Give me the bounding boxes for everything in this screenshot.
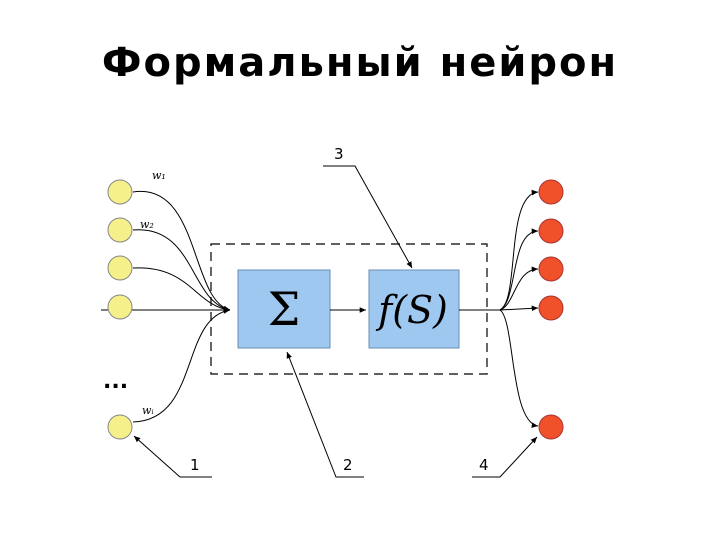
callout-line-4 bbox=[472, 436, 538, 478]
output-node bbox=[538, 179, 564, 205]
callout-line-1 bbox=[133, 435, 212, 478]
input-nodes bbox=[107, 179, 133, 440]
weight-label-2: w₂ bbox=[140, 218, 154, 231]
ellipsis: ... bbox=[103, 369, 128, 394]
callout-label-1: 1 bbox=[190, 456, 200, 474]
input-node bbox=[107, 179, 133, 205]
slide-title: Формальный нейрон bbox=[101, 40, 619, 86]
input-connections bbox=[101, 191, 231, 423]
input-node bbox=[107, 255, 133, 281]
callout-line-3 bbox=[323, 165, 413, 269]
input-line-2 bbox=[132, 229, 231, 312]
weight-label-1: w₁ bbox=[152, 169, 166, 182]
output-line-1 bbox=[499, 189, 539, 311]
input-line-1 bbox=[132, 191, 231, 312]
callout-label-3: 3 bbox=[334, 145, 344, 163]
output-line-3 bbox=[499, 266, 539, 311]
activation-symbol: f(S) bbox=[375, 288, 448, 332]
output-node bbox=[538, 414, 564, 440]
callout-label-4: 4 bbox=[479, 456, 489, 474]
output-line-2 bbox=[499, 228, 539, 311]
summation-block bbox=[237, 269, 331, 349]
output-line-5 bbox=[499, 309, 539, 428]
output-nodes bbox=[538, 179, 564, 440]
input-node bbox=[107, 414, 133, 440]
callout-label-2: 2 bbox=[343, 456, 353, 474]
input-line-3 bbox=[132, 267, 231, 313]
neuron-boundary bbox=[210, 243, 488, 375]
summation-symbol: Σ bbox=[268, 282, 301, 336]
input-node bbox=[107, 294, 133, 320]
input-line-i bbox=[132, 308, 231, 423]
output-node bbox=[538, 256, 564, 282]
output-line-4 bbox=[499, 305, 539, 312]
weight-label-i: wᵢ bbox=[142, 404, 154, 417]
activation-block bbox=[368, 269, 460, 349]
callout-line-2 bbox=[286, 351, 364, 478]
output-node bbox=[538, 218, 564, 244]
input-node bbox=[107, 217, 133, 243]
output-node bbox=[538, 295, 564, 321]
output-connections bbox=[459, 189, 539, 428]
